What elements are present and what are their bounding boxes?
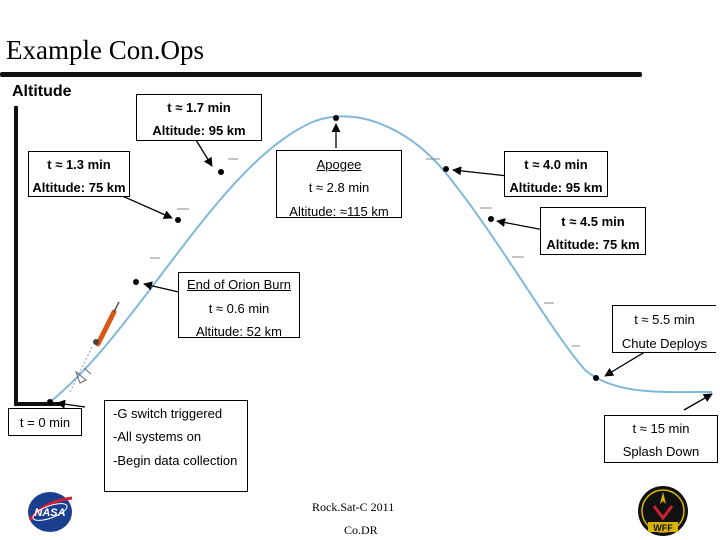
point-apogee <box>333 115 339 121</box>
trajectory-ticks <box>150 158 580 347</box>
point-orion-burn <box>133 279 139 285</box>
callout-t13: t ≈ 1.3 min Altitude: 75 km <box>28 151 130 197</box>
callout-g-switch: -G switch triggered -All systems on -Beg… <box>104 400 248 492</box>
nasa-logo: NASA <box>28 492 73 532</box>
callout-chute: t ≈ 5.5 min Chute Deploys <box>612 305 716 353</box>
rocket-icon <box>69 301 120 393</box>
callout-splash: t ≈ 15 min Splash Down <box>604 415 718 463</box>
point-launch <box>47 399 53 405</box>
point-t17 <box>218 169 224 175</box>
wff-logo: WFF <box>638 486 688 536</box>
title-rule <box>0 72 642 77</box>
footer-review-name: Co.DR <box>344 523 378 537</box>
footer-event-name: Rock.Sat-C 2011 <box>312 500 395 514</box>
y-axis-label: Altitude <box>12 83 72 100</box>
point-t40 <box>443 166 449 172</box>
callout-t40: t ≈ 4.0 min Altitude: 95 km <box>504 151 608 197</box>
callout-orion-burn: End of Orion Burn t ≈ 0.6 min Altitude: … <box>178 272 300 339</box>
wff-logo-text: WFF <box>653 523 673 533</box>
callout-t17: t ≈ 1.7 min Altitude: 95 km <box>136 94 262 141</box>
point-t45 <box>488 216 494 222</box>
point-chute <box>593 375 599 381</box>
callout-arrows <box>56 123 713 411</box>
event-points <box>47 115 599 405</box>
callout-apogee: Apogee t ≈ 2.8 min Altitude: ≈115 km <box>276 150 402 219</box>
callout-launch: t = 0 min <box>8 408 82 436</box>
slide-title: Example Con.Ops <box>6 35 204 65</box>
point-t13 <box>175 217 181 223</box>
callout-t45: t ≈ 4.5 min Altitude: 75 km <box>540 207 646 255</box>
nasa-logo-text: NASA <box>34 507 65 519</box>
